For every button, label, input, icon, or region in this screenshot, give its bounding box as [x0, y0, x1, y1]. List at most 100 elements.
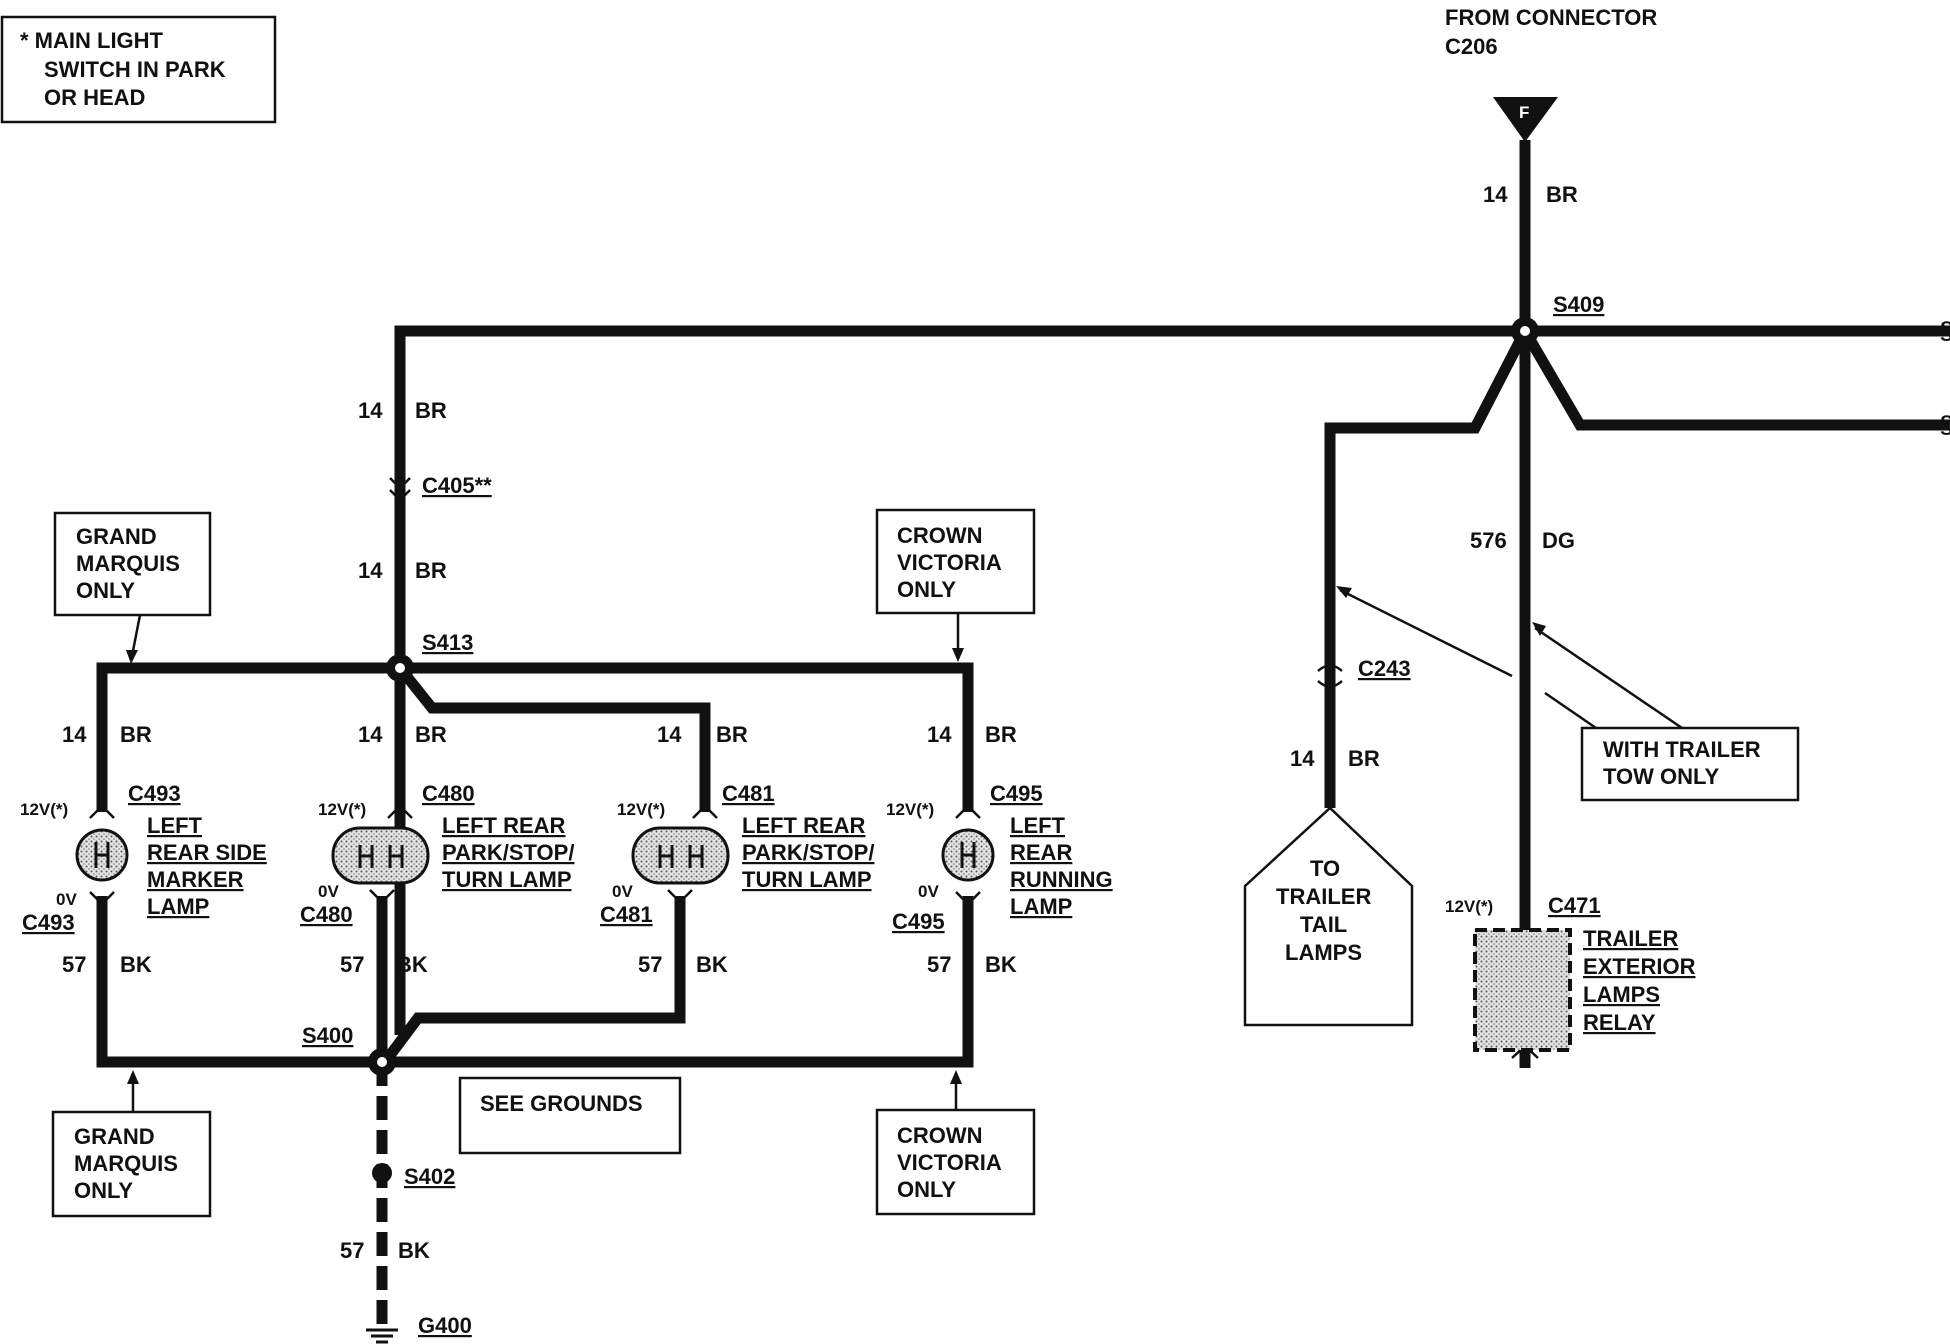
- lamp3-filament: [658, 845, 704, 868]
- relay-name-1: TRAILER: [1583, 926, 1678, 951]
- splices: S409 S413 S400 S402: [302, 292, 1604, 1189]
- lamp2-name-1: LEFT REAR: [442, 813, 566, 838]
- lamp2-connector-bottom: C480: [300, 902, 353, 927]
- note-line-2: SWITCH IN PARK: [44, 57, 226, 82]
- trailer-tow-arrow-2-head: [1336, 586, 1352, 598]
- lamp3-bulb-icon: [631, 826, 730, 885]
- wire-gauge-dg: 576: [1470, 528, 1507, 553]
- cv-bottom-line-2: VICTORIA: [897, 1150, 1002, 1175]
- wire-trailer-tail: [1324, 328, 1530, 808]
- lamp1-voltage-bottom: 0V: [56, 890, 77, 909]
- cv-bottom-line-3: ONLY: [897, 1177, 956, 1202]
- wire-gauge-c405: 14: [358, 558, 383, 583]
- wire-color-dg: DG: [1542, 528, 1575, 553]
- inline-connectors: C405** C243: [389, 473, 1539, 1059]
- splice-s413-label: S413: [422, 630, 473, 655]
- note-line-3: OR HEAD: [44, 85, 145, 110]
- lamp1-filament: [94, 842, 110, 868]
- connector-pin: F: [1519, 103, 1529, 122]
- wire-gauge-feed-1: 14: [62, 722, 87, 747]
- lamp1-name-4: LAMP: [147, 894, 209, 919]
- lamp2-filament: [358, 845, 404, 868]
- wire-gauge-bottom: 57: [340, 1238, 364, 1263]
- lamp3-connector-top: C481: [722, 781, 775, 806]
- lamp3-conn-bottom-sym: [667, 889, 693, 904]
- relay-box-icon: [1473, 928, 1572, 1052]
- cv-top-line-1: CROWN: [897, 523, 983, 548]
- splice-s402-dot: [372, 1163, 392, 1183]
- lamp2-voltage-bottom: 0V: [318, 882, 339, 901]
- ground-g400: G400: [366, 1313, 472, 1344]
- gm-top-arrow: [130, 614, 142, 657]
- wire-color-feed-1: BR: [120, 722, 152, 747]
- trailer-tow-line-2: TOW ONLY: [1603, 764, 1719, 789]
- lamp-side-marker: 12V(*) C493 0V C493 LEFT REAR SIDE MARKE…: [20, 781, 267, 935]
- gm-top-line-3: ONLY: [76, 578, 135, 603]
- c405-label: C405**: [422, 473, 492, 498]
- cv-bottom-arrow-head: [950, 1070, 962, 1084]
- wire-continue-mark-top: §: [1940, 317, 1950, 344]
- wire-gauge-gnd-1: 57: [62, 952, 86, 977]
- lamp2-name-3: TURN LAMP: [442, 867, 572, 892]
- wires: [96, 140, 1950, 1330]
- lamp4-name-4: LAMP: [1010, 894, 1072, 919]
- relay-voltage: 12V(*): [1445, 897, 1493, 916]
- wire-color-main: BR: [415, 398, 447, 423]
- lamp-park-stop-turn-c481: 12V(*) C481 0V C481 LEFT REAR PARK/STOP/…: [600, 781, 874, 927]
- lamp1-connector-bottom: C493: [22, 910, 75, 935]
- connector-f-symbol: [1493, 97, 1558, 142]
- wire-color-top: BR: [1546, 182, 1578, 207]
- wire-feed-c481: [395, 664, 711, 812]
- lamp2-name-2: PARK/STOP/: [442, 840, 574, 865]
- wire-gauge-main: 14: [358, 398, 383, 423]
- relay-name-3: LAMPS: [1583, 982, 1660, 1007]
- wire-color-bottom: BK: [398, 1238, 430, 1263]
- wire-color-feed-4: BR: [985, 722, 1017, 747]
- lamp4-connector-bottom: C495: [892, 909, 945, 934]
- splice-s400-label: S400: [302, 1023, 353, 1048]
- trailer-tow-arrow-1-head: [1532, 622, 1546, 636]
- lamp4-conn-bottom-sym: [955, 891, 981, 906]
- wire-color-c405: BR: [415, 558, 447, 583]
- trailer-relay: 12V(*) C471 TRAILER EXTERIOR LAMPS RELAY: [1445, 893, 1696, 1052]
- splice-s409-center: [1520, 326, 1530, 336]
- wire-color-gnd-3: BK: [696, 952, 728, 977]
- wire-gauge-gnd-2: 57: [340, 952, 364, 977]
- wire-gauge-trailer: 14: [1290, 746, 1315, 771]
- trailer-tail-line-3: TAIL: [1300, 912, 1347, 937]
- lamp1-voltage-top: 12V(*): [20, 800, 68, 819]
- top-connector: FROM CONNECTOR C206 F: [1445, 5, 1657, 142]
- gm-bottom-line-2: MARQUIS: [74, 1151, 178, 1176]
- lamp3-conn-top-sym: [692, 804, 718, 819]
- gm-top-line-1: GRAND: [76, 524, 157, 549]
- wire-labels: 14 BR 14 BR 14 BR 14 BR 14 BR 14 BR 14 B…: [62, 182, 1578, 1263]
- lamp1-name-3: MARKER: [147, 867, 244, 892]
- wire-color-feed-3: BR: [716, 722, 748, 747]
- note-trailer-tow: WITH TRAILER TOW ONLY: [1336, 586, 1800, 802]
- note-see-grounds: SEE GROUNDS: [458, 1076, 682, 1155]
- lamp4-name-3: RUNNING: [1010, 867, 1113, 892]
- wire-gauge-gnd-3: 57: [638, 952, 662, 977]
- lamp4-connector-top: C495: [990, 781, 1043, 806]
- lamp3-voltage-top: 12V(*): [617, 800, 665, 819]
- wire-color-trailer: BR: [1348, 746, 1380, 771]
- cv-top-line-2: VICTORIA: [897, 550, 1002, 575]
- cv-top-arrow-head: [952, 648, 964, 662]
- relay-name-4: RELAY: [1583, 1010, 1656, 1035]
- wire-gauge-feed-3: 14: [657, 722, 682, 747]
- lamp1-connector-top: C493: [128, 781, 181, 806]
- trailer-tow-arrow-1: [1534, 626, 1683, 730]
- wire-branch-right: [1520, 328, 1950, 431]
- note-crown-victoria-bottom: CROWN VICTORIA ONLY: [875, 1070, 1036, 1216]
- lamp3-connector-bottom: C481: [600, 902, 653, 927]
- lamp2-conn-top-sym: [387, 804, 413, 819]
- lamp4-conn-top-sym: [955, 804, 981, 819]
- trailer-tail-lamps: TO TRAILER TAIL LAMPS: [1243, 806, 1414, 1027]
- lamp2-bulb-icon: [331, 826, 430, 885]
- wire-gauge-feed-4: 14: [927, 722, 952, 747]
- trailer-tail-line-2: TRAILER: [1276, 884, 1371, 909]
- splice-s409-label: S409: [1553, 292, 1604, 317]
- connector-source-label: FROM CONNECTOR: [1445, 5, 1657, 30]
- wire-color-feed-2: BR: [415, 722, 447, 747]
